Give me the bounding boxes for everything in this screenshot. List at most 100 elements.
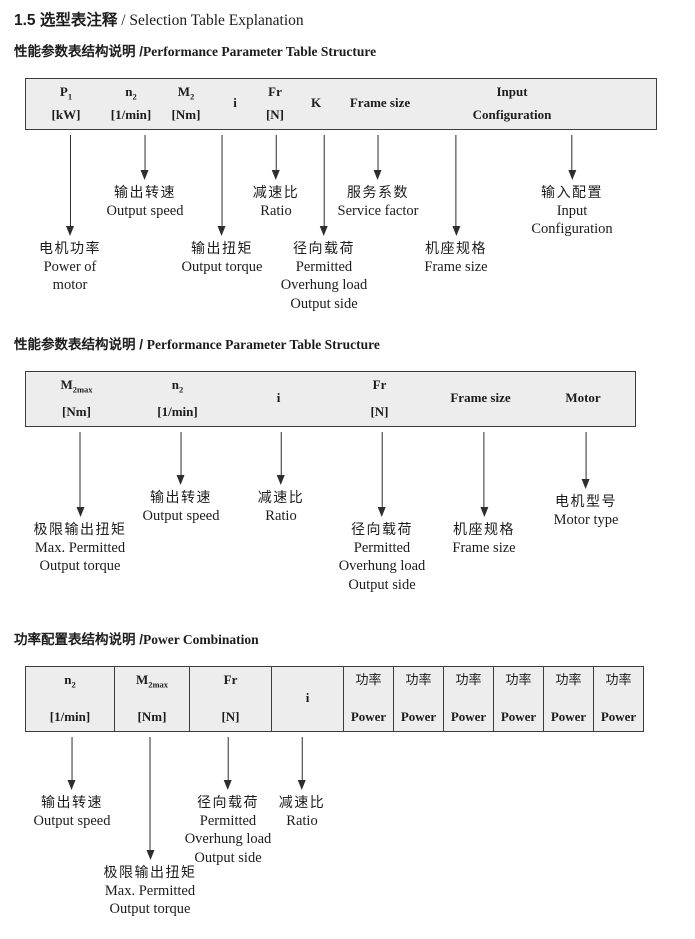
- callout-label-zh: 径向载荷: [292, 240, 355, 256]
- down-arrow-icon: [452, 135, 460, 236]
- arrow-head-icon: [582, 479, 590, 489]
- header-cell-line: [Nm]: [62, 403, 91, 419]
- callout-label-zh: 输出扭矩: [190, 240, 253, 256]
- callout-label-en: Output speed: [106, 202, 184, 219]
- section-performance-parameter-structure-1: 性能参数表结构说明 /Performance Parameter Table S…: [0, 40, 695, 323]
- arrow-head-icon: [277, 475, 285, 485]
- table-header-cell: K: [296, 79, 336, 129]
- header-cell-line: M2: [177, 84, 195, 102]
- down-arrow-icon: [582, 432, 590, 489]
- callout-label-en: Configuration: [531, 221, 613, 238]
- section-heading-zh: 性能参数表结构说明 /: [14, 337, 147, 352]
- callout-label-en: Output speed: [142, 507, 220, 524]
- callout-label-zh: 减速比: [252, 184, 300, 200]
- callout-label-en: Frame size: [452, 539, 516, 556]
- table-header-cell: Frame size: [336, 79, 424, 129]
- subscript: 2: [132, 91, 137, 102]
- header-cell-line: [N]: [221, 708, 240, 724]
- header-cell-line: Power: [350, 708, 387, 724]
- subscript: 2max: [148, 679, 169, 690]
- arrow-line: [149, 737, 151, 851]
- header-cell-line: Fr: [268, 84, 282, 99]
- down-arrow-icon: [373, 135, 382, 180]
- header-cell-line: Configuration: [472, 106, 552, 122]
- callout-label-en: Power of: [43, 258, 97, 275]
- section-heading-en: Performance Parameter Table Structure: [143, 44, 377, 59]
- subscript: 2: [178, 384, 184, 395]
- table-header-cell: i: [271, 667, 343, 731]
- header-cell-line: Frame size: [450, 390, 511, 406]
- subscript: 1: [67, 91, 73, 102]
- header-cell-line: 功率: [355, 672, 382, 687]
- table-header-cell: n2[1/min]: [106, 79, 156, 129]
- callout-label-en: Output side: [194, 850, 262, 867]
- header-cell-line: 功率: [455, 672, 482, 687]
- header-cell-line: Fr: [372, 377, 387, 392]
- header-cell-line: 功率: [555, 672, 582, 687]
- callout-label-en: Ratio: [286, 812, 318, 829]
- table-header-cell: Frame size: [430, 372, 531, 426]
- callout: 减速比 Ratio: [279, 737, 326, 830]
- table-header-cell: M2 [Nm]: [156, 79, 216, 129]
- arrow-line: [79, 432, 81, 508]
- callout-label-zh: 极限输出扭矩: [33, 521, 127, 537]
- arrow-head-icon: [140, 170, 149, 180]
- arrow-head-icon: [66, 226, 74, 236]
- callout-label-zh: 减速比: [278, 794, 326, 810]
- arrow-line: [455, 135, 457, 227]
- arrow-line: [69, 135, 71, 227]
- down-arrow-icon: [377, 432, 386, 517]
- header-cell-line: [1/min]: [49, 708, 91, 724]
- down-arrow-icon: [66, 135, 74, 236]
- page-title: 1.5 选型表注释 / Selection Table Explanation: [14, 8, 695, 30]
- callout-label-en: Output side: [290, 296, 358, 313]
- down-arrow-icon: [217, 135, 226, 236]
- page-title-en: / Selection Table Explanation: [117, 12, 304, 29]
- table-header-cell: Fr[N]: [254, 79, 296, 129]
- callout-label-en: Max. Permitted: [104, 882, 196, 899]
- header-cell-line: [Nm]: [171, 106, 201, 122]
- header-cell-line: Input: [496, 84, 528, 99]
- down-arrow-icon: [277, 432, 285, 485]
- header-cell-line: Power: [500, 708, 537, 724]
- callout: 服务系数 Service factor: [337, 135, 419, 220]
- header-cell-line: 功率: [405, 672, 432, 687]
- down-arrow-icon: [223, 737, 232, 790]
- callout-label-zh: 输出转速: [40, 794, 103, 810]
- header-cell-line: i: [276, 390, 281, 406]
- table-header-cell: n2[1/min]: [26, 667, 114, 731]
- callout-label-zh: 服务系数: [346, 184, 409, 200]
- section-heading-zh: 性能参数表结构说明 /: [14, 44, 144, 59]
- table-header-cell: i: [216, 79, 254, 129]
- table-header-cell: P1[kW]: [26, 79, 106, 129]
- table-header-cell: Motor: [531, 372, 635, 426]
- callout-label-en: Output torque: [39, 558, 121, 575]
- document-page: { "page_title": { "zh": "1.5 选型表注释", "en…: [0, 8, 695, 939]
- header-cell-line: n2: [171, 377, 184, 395]
- arrow-head-icon: [567, 170, 576, 180]
- down-arrow-icon: [140, 135, 149, 180]
- arrow-line: [585, 432, 587, 480]
- arrow-head-icon: [67, 780, 76, 790]
- arrow-line: [280, 432, 282, 476]
- arrow-line: [227, 737, 229, 781]
- header-cell-line: [Nm]: [137, 708, 167, 724]
- arrow-head-icon: [319, 226, 328, 236]
- header-cell-line: i: [233, 95, 237, 111]
- callout-label-en: Ratio: [260, 202, 292, 219]
- callout-label-en: Service factor: [337, 202, 419, 219]
- arrow-line: [180, 432, 182, 476]
- down-arrow-icon: [76, 432, 84, 517]
